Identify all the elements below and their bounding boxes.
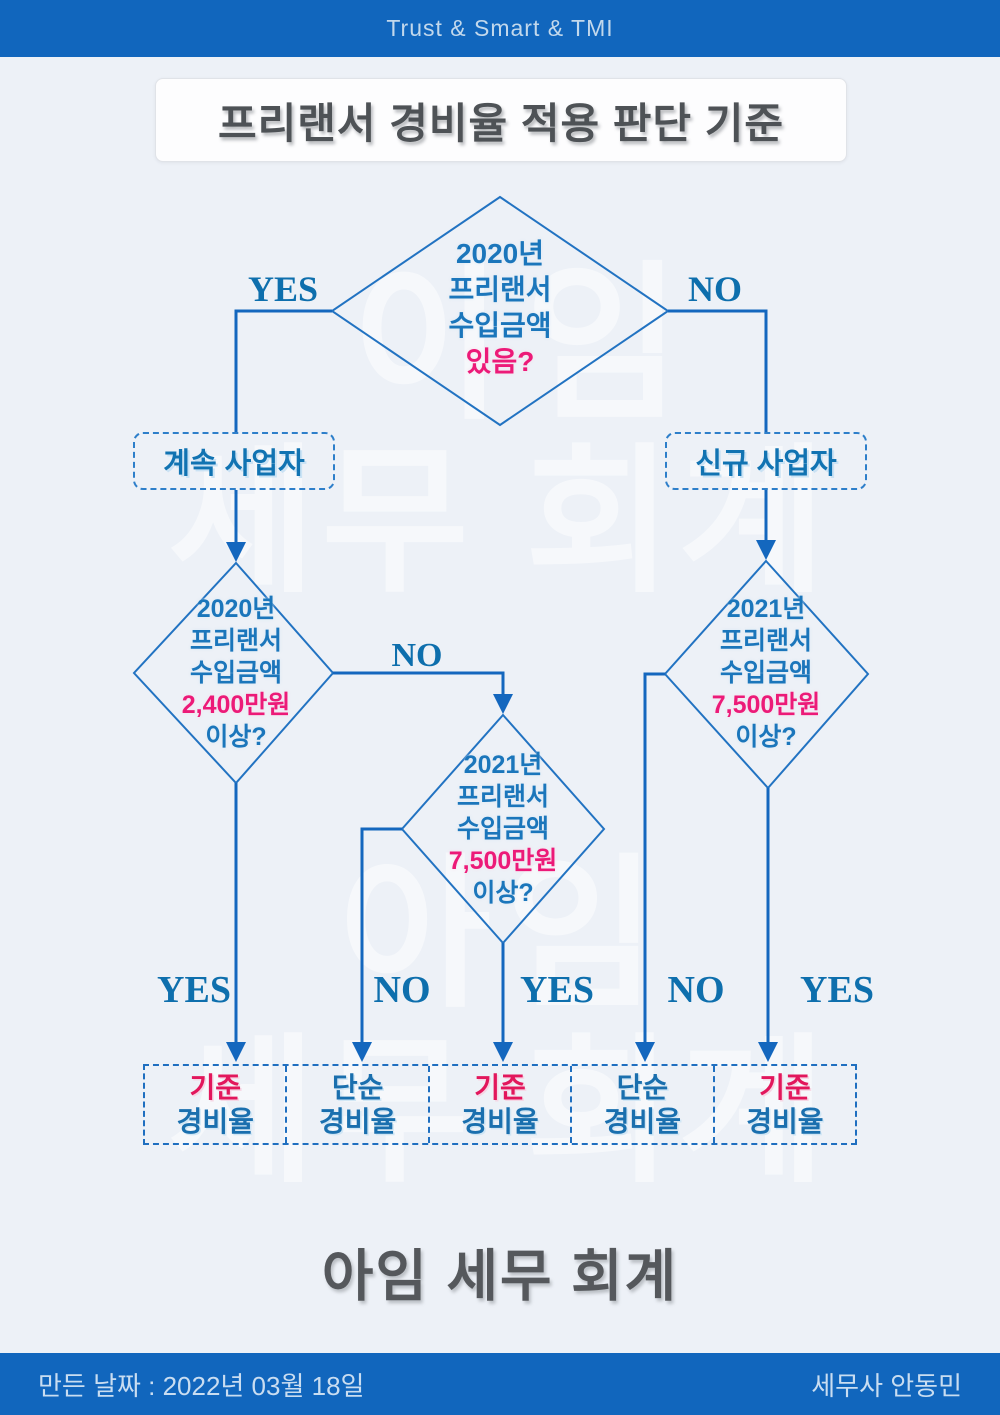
arrowhead-icon [635,1042,655,1062]
branch-label-no: NO [373,969,431,1011]
arrowhead-icon [493,1042,513,1062]
decision-line: 프리랜서 [448,274,552,305]
decision-line: 이상? [472,879,534,907]
branch-label-yes: YES [520,969,594,1011]
result-suffix: 경비율 [461,1105,539,1137]
decision-line: 이상? [205,723,267,751]
connector-middle-no-down [360,827,402,1048]
node-label: 신규 사업자 [695,448,837,480]
decision-line: 수입금액 [189,659,282,687]
title-box: 프리랜서 경비율 적용 판단 기준 [155,78,847,162]
watermark-text: 세무 회계 [168,432,832,611]
decision-highlight: 2,400만원 [181,691,291,719]
branch-label-no: NO [688,269,742,309]
connector-left-to-middle [333,671,505,700]
arrowhead-icon [226,542,246,562]
decision-right-text: 2021년 프리랜서 수입금액 7,500만원 이상? [712,593,821,753]
decision-line: 2021년 [726,595,806,623]
branch-label-yes: YES [800,969,874,1011]
result-type: 기준 [759,1071,811,1103]
watermark-text: 아임 [354,250,696,440]
result-row: 기준 경비율 단순 경비율 기준 경비율 단순 경비율 기준 경비율 [143,1064,857,1145]
arrowhead-icon [756,540,776,560]
result-type: 기준 [474,1071,526,1103]
branch-label-yes: YES [157,969,231,1011]
header-bar: Trust & Smart & TMI [0,0,1000,57]
header-slogan: Trust & Smart & TMI [386,15,614,41]
result-suffix: 경비율 [603,1105,682,1137]
decision-line: 2021년 [463,751,543,779]
decision-top-outline [330,195,670,427]
watermark-text: 아임 [339,842,671,1027]
decision-line: 이상? [735,723,797,751]
branch-label-no: NO [667,969,725,1011]
result-suffix: 경비율 [318,1105,397,1137]
author-name: 세무사 안동민 [811,1370,962,1401]
result-box-standard-rate: 기준 경비율 [145,1066,285,1143]
result-type: 단순 [331,1071,384,1103]
decision-line: 수입금액 [456,815,549,843]
decision-line: 2020년 [455,238,545,269]
page-title: 프리랜서 경비율 적용 판단 기준 [218,99,784,147]
decision-highlight: 7,500만원 [448,847,558,875]
node-new-business: 신규 사업자 [665,432,867,490]
result-type: 단순 [616,1071,669,1103]
result-box-simple-rate: 단순 경비율 [570,1066,712,1143]
company-name: 아임 세무 회계 [321,1244,679,1308]
decision-left-text: 2020년 프리랜서 수입금액 2,400만원 이상? [182,593,291,753]
connector-yes-left [234,309,332,433]
decision-highlight: 7,500만원 [711,691,821,719]
decision-highlight: 있음? [465,346,535,377]
created-date: 만든 날짜 : 2022년 03월 18일 [38,1370,365,1401]
arrowhead-icon [226,1042,246,1062]
result-box-simple-rate: 단순 경비율 [285,1066,427,1143]
node-label: 계속 사업자 [163,448,305,480]
decision-line: 프리랜서 [189,627,282,655]
result-box-standard-rate: 기준 경비율 [427,1066,570,1143]
arrowhead-icon [493,694,513,714]
arrowhead-icon [758,1042,778,1062]
watermark-text: 세무 회계 [168,1022,832,1201]
decision-line: 수입금액 [448,310,552,341]
decision-line: 수입금액 [719,659,812,687]
result-box-standard-rate: 기준 경비율 [712,1066,855,1143]
decision-line: 프리랜서 [456,783,549,811]
decision-line: 프리랜서 [719,627,812,655]
branch-label-no: NO [391,637,443,674]
node-continuing-business: 계속 사업자 [133,432,335,490]
result-suffix: 경비율 [746,1105,824,1137]
footer-bar: 만든 날짜 : 2022년 03월 18일 세무사 안동민 [0,1353,1000,1415]
decision-middle-text: 2021년 프리랜서 수입금액 7,500만원 이상? [449,749,558,909]
branch-label-yes: YES [247,269,319,309]
result-type: 기준 [189,1071,241,1103]
connector-no-right [668,309,768,433]
arrowhead-icon [352,1042,372,1062]
connector-right-no-down [643,672,665,1048]
result-suffix: 경비율 [176,1105,254,1137]
decision-top-text: 2020년 프리랜서 수입금액 있음? [448,236,551,380]
decision-line: 2020년 [196,595,276,623]
